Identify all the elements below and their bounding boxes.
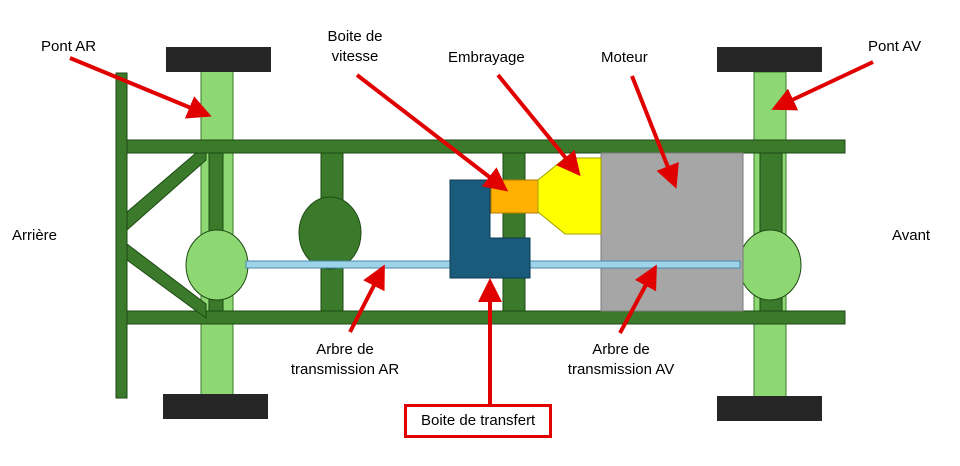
arrow-arbre-av [618, 264, 657, 334]
label-arbre-ar: Arbre de transmission AR [280, 340, 410, 380]
center-ellipse [298, 196, 362, 270]
label-boite-transfert: Boite de transfert [404, 404, 553, 438]
label-arbre-av: Arbre de transmission AV [556, 340, 686, 380]
label-arbre-ar-line1: Arbre de [316, 341, 374, 358]
arrow-boite-vitesse [355, 73, 509, 192]
label-boite-vitesse-line1: Boite de [327, 28, 383, 45]
label-embrayage: Embrayage [448, 49, 525, 66]
clutch [537, 157, 602, 235]
arrow-pont-av [771, 60, 874, 111]
rear-differential [185, 229, 249, 301]
label-avant: Avant [892, 227, 931, 244]
label-boite-vitesse: Boite de vitesse [313, 27, 397, 67]
label-pont-av: Pont AV [868, 38, 922, 55]
rear-drive-shaft [245, 260, 453, 269]
front-tire-bottom [717, 396, 822, 421]
arrow-embrayage [496, 73, 581, 177]
label-arbre-ar-line2: transmission AR [290, 361, 400, 378]
front-tire-top [717, 47, 822, 72]
label-boite-vitesse-line2: vitesse [331, 48, 379, 65]
label-arriere: Arrière [12, 227, 58, 244]
pointer-arrows [69, 56, 874, 404]
label-moteur: Moteur [601, 49, 648, 66]
arrow-pont-ar [69, 56, 212, 119]
front-differential [738, 229, 802, 301]
label-arbre-av-line2: transmission AV [567, 361, 675, 378]
label-pont-ar: Pont AR [41, 38, 97, 55]
rear-tire-bottom [163, 394, 268, 419]
label-arbre-av-line1: Arbre de [592, 341, 650, 358]
arrow-moteur [630, 75, 679, 189]
arrow-arbre-ar [348, 264, 385, 333]
rear-tire-top [166, 47, 271, 72]
front-drive-shaft [529, 260, 741, 269]
